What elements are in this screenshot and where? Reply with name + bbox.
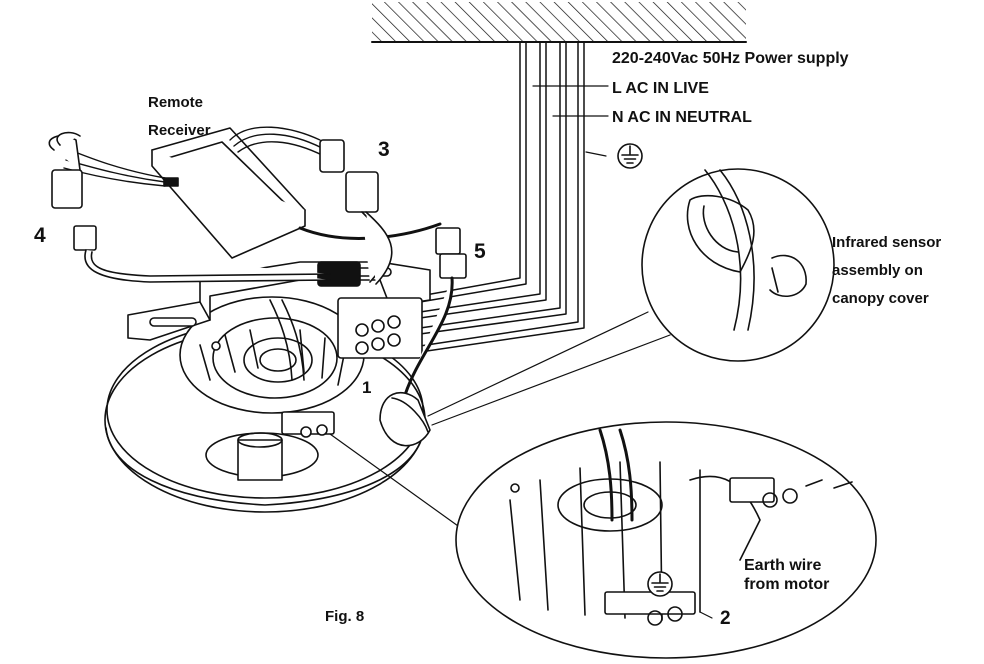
callout-5: 5	[474, 240, 486, 263]
neutral-label: N AC IN NEUTRAL	[612, 109, 752, 126]
earth-detail-circle	[455, 421, 877, 659]
remote-label-line2: Receiver	[148, 122, 211, 139]
earth-wire-label-line1: Earth wire	[744, 557, 822, 574]
earth-wire-label-line2: from motor	[744, 576, 830, 593]
infrared-label-line3: canopy cover	[832, 290, 929, 307]
ground-terminal	[211, 341, 335, 438]
callout-4: 4	[34, 224, 46, 247]
infrared-label-line2: assembly on	[832, 262, 923, 279]
canopy-housing	[104, 296, 426, 513]
infrared-label-line1: Infrared sensor	[832, 234, 942, 251]
live-label: L AC IN LIVE	[612, 80, 709, 97]
remote-label-line1: Remote	[148, 94, 204, 111]
earth-symbol-motor-icon	[647, 571, 673, 597]
connector-5	[403, 227, 467, 397]
connector-3	[319, 139, 393, 285]
power-supply-label: 220-240Vac 50Hz Power supply	[612, 50, 849, 67]
earth-symbol-icon	[617, 143, 643, 169]
callout-2: 2	[720, 608, 731, 629]
connector-4	[48, 131, 331, 283]
zoom-leaders	[329, 311, 671, 537]
callout-3: 3	[378, 138, 390, 161]
ceiling	[371, 2, 747, 43]
infrared-detail-circle	[641, 168, 835, 362]
infrared-sensor	[379, 391, 431, 447]
supply-wires	[419, 41, 609, 353]
figure-label: Fig. 8	[325, 608, 365, 625]
callout-1: 1	[362, 378, 372, 397]
remote-receiver	[151, 127, 306, 259]
